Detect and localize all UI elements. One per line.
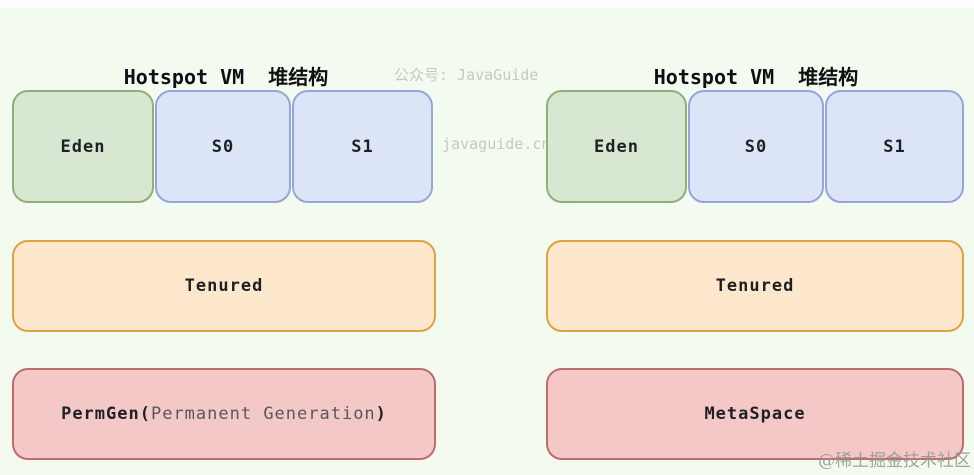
- center-watermark-line1: 公众号: JavaGuide: [394, 66, 539, 84]
- permgen-label-prefix: PermGen(: [61, 404, 151, 424]
- jdk17-eden-label: Eden: [60, 136, 106, 157]
- permgen-label-middle: Permanent Generation: [150, 404, 376, 424]
- jdk18-s1-box: S1: [825, 90, 964, 203]
- jdk17-permgen-box: PermGen(Permanent Generation): [12, 368, 436, 460]
- jdk17-permgen-label: PermGen(Permanent Generation): [61, 404, 387, 424]
- top-margin-strip: [0, 0, 974, 8]
- jdk17-s1-label: S1: [351, 136, 374, 157]
- jdk17-s0-box: S0: [155, 90, 291, 203]
- jdk17-s1-box: S1: [292, 90, 433, 203]
- jdk18-s0-box: S0: [688, 90, 824, 203]
- jdk17-eden-box: Eden: [12, 90, 154, 203]
- jdk17-tenured-label: Tenured: [184, 276, 264, 296]
- metaspace-label-prefix: MetaSpace: [704, 404, 806, 424]
- jdk18-metaspace-label: MetaSpace: [704, 404, 805, 424]
- jdk18-s1-label: S1: [883, 136, 906, 157]
- jdk17-s0-label: S0: [211, 136, 235, 157]
- jdk18-s0-label: S0: [744, 136, 768, 157]
- corner-watermark: @稀土掘金技术社区: [818, 451, 971, 471]
- jdk18-metaspace-box: MetaSpace: [546, 368, 964, 460]
- jdk17-tenured-box: Tenured: [12, 240, 436, 332]
- permgen-label-suffix: ): [375, 404, 387, 424]
- jdk18-title-line1: Hotspot VM 堆结构: [653, 65, 859, 89]
- jdk17-title-line1: Hotspot VM 堆结构: [123, 65, 329, 89]
- jdk18-tenured-label: Tenured: [715, 276, 795, 296]
- jdk18-eden-box: Eden: [546, 90, 687, 203]
- jdk18-eden-label: Eden: [594, 136, 639, 157]
- jdk18-tenured-box: Tenured: [546, 240, 964, 332]
